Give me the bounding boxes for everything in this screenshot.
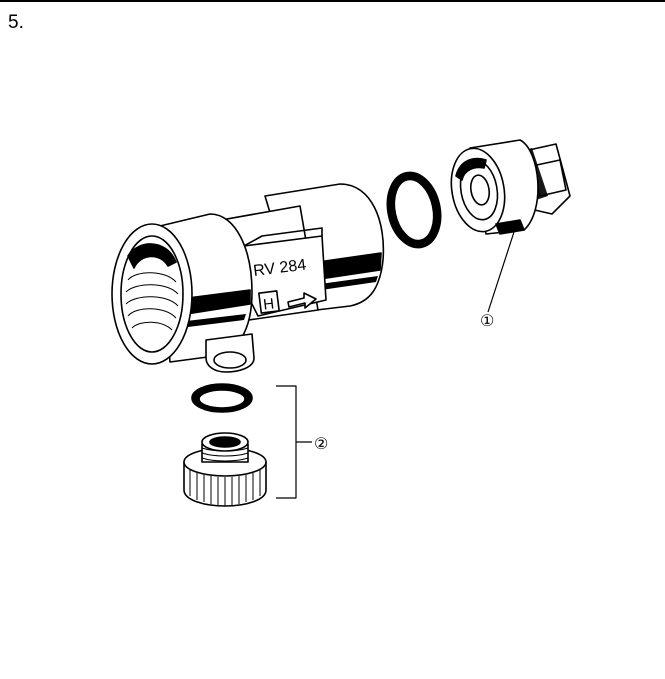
- right-arrow-icon: [287, 292, 317, 309]
- top-rule: [0, 0, 665, 2]
- small-o-ring: [191, 383, 253, 413]
- callout-2-label: ②: [314, 434, 328, 453]
- callout-2-bracket: [276, 385, 312, 499]
- brand-letter: H: [262, 295, 275, 313]
- model-label: RV 284: [252, 257, 307, 280]
- threaded-adapter: [183, 432, 267, 507]
- callout-1-leader: [487, 231, 515, 313]
- step-number: 5.: [8, 12, 24, 33]
- large-o-ring: [386, 171, 442, 249]
- brand-badge: [258, 290, 280, 314]
- cartridge-insert: [450, 139, 571, 235]
- callout-1-label: ①: [480, 311, 494, 330]
- valve-housing: [111, 183, 385, 373]
